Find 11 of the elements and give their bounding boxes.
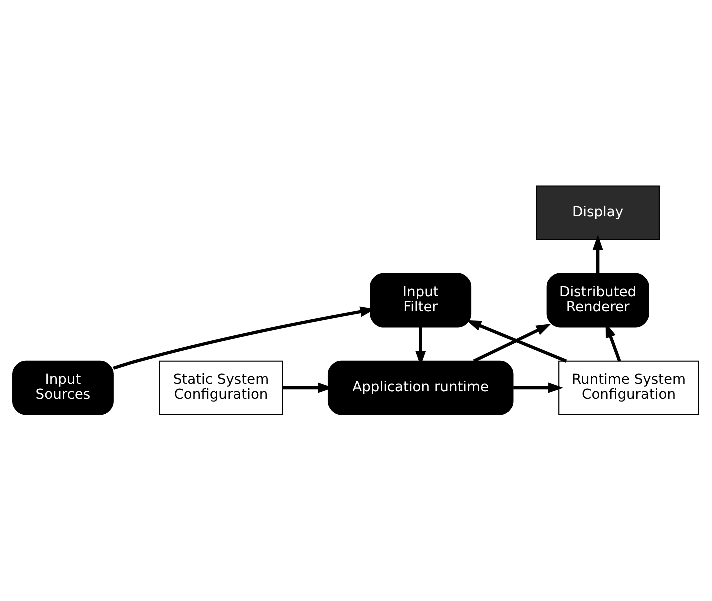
node-box: Input Filter <box>370 273 472 328</box>
arrow <box>466 320 568 363</box>
node-box: Display <box>536 186 660 240</box>
arrow <box>514 382 564 394</box>
node-box: Application runtime <box>328 360 514 416</box>
node-box: Runtime System Configuration <box>558 360 700 416</box>
node-box: Static System Configuration <box>159 360 284 416</box>
node-box: Distributed Renderer <box>546 273 650 328</box>
arrow <box>592 235 604 274</box>
node-box: Input Sources <box>12 360 114 416</box>
arrow <box>473 324 552 363</box>
